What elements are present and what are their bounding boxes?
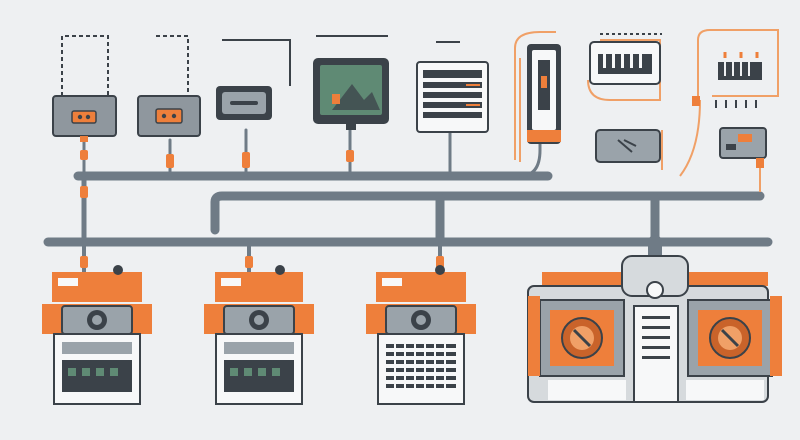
coupling [346,150,354,162]
middle-header-pipe [210,191,765,235]
sensor-box [595,129,661,163]
twin-turbine-unit [527,255,782,403]
control-box-1 [52,95,117,142]
riser-6 [518,140,542,178]
coupling [80,150,88,160]
coupling [166,154,174,168]
tall-controller [527,44,561,144]
coupling [80,256,88,268]
wire-8 [587,39,661,101]
coupling [242,152,250,168]
coupling [80,186,88,198]
wire-10 [697,29,779,100]
wire-3 [222,39,291,86]
display-panel [216,86,272,120]
coupling [436,256,444,268]
coupling [245,256,253,268]
switch-box [719,127,767,168]
wire-1 [61,35,109,96]
wire-11 [679,99,701,177]
connector [80,136,88,142]
wire-6 [514,31,556,160]
monitor-display [313,58,389,130]
relay-block-2 [692,52,762,108]
pipe-couplings [80,150,444,268]
keypad-machine [366,265,476,405]
control-box-2 [137,95,201,137]
machine-unit-2 [204,265,314,405]
server-rack [416,61,489,133]
machine-unit-1 [42,265,152,405]
relay-block-1 [589,41,661,85]
wire-2 [156,35,189,96]
